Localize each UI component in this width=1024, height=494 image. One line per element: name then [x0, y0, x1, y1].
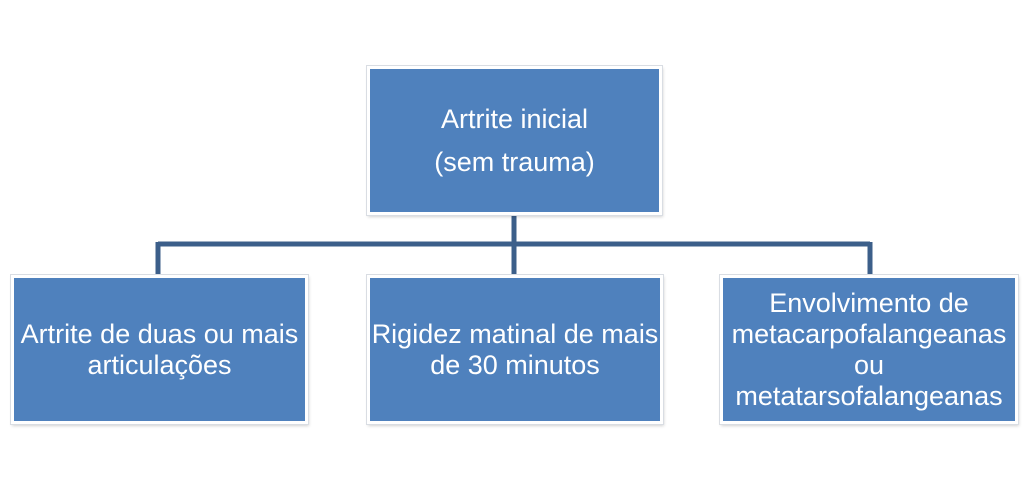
child-node-envolvimento: Envolvimento de metacarpofalangeanas ou …: [720, 275, 1018, 424]
child-node-2-line-2: de 30 minutos: [430, 349, 600, 380]
root-node-line-1: Artrite inicial: [440, 103, 589, 134]
child-node-3-line-1: Envolvimento de: [769, 287, 969, 318]
root-node-line-2: (sem trauma): [434, 146, 595, 177]
child-node-2-line-1: Rigidez matinal de mais: [371, 318, 659, 349]
child-node-3-line-4: metatarsofalangeanas: [735, 380, 1003, 411]
child-node-1-line-1: Artrite de duas ou mais: [20, 318, 299, 349]
child-node-1-line-2: articulações: [87, 349, 232, 380]
child-node-3-line-2: metacarpofalangeanas: [731, 318, 1007, 349]
child-node-artrite-articulacoes: Artrite de duas ou mais articulações: [11, 275, 308, 424]
child-node-rigidez-matinal: Rigidez matinal de mais de 30 minutos: [367, 275, 663, 424]
root-node-artrite-inicial: Artrite inicial (sem trauma): [367, 66, 662, 215]
child-node-3-line-3: ou: [853, 349, 885, 380]
